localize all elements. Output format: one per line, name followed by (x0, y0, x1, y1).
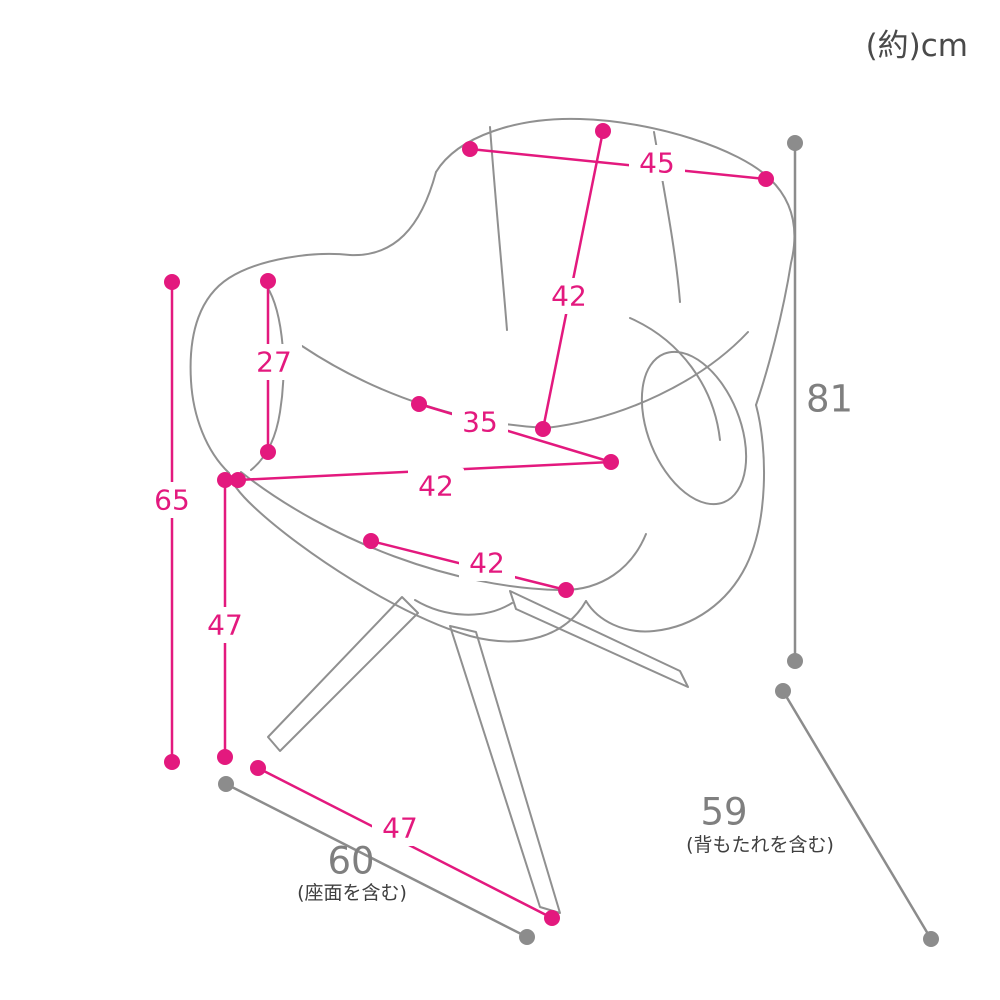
endpoint-dot (758, 171, 774, 187)
dim-seat-width-value: 42 (418, 470, 454, 503)
dim-total-depth-note: (背もたれを含む) (686, 834, 834, 856)
endpoint-dot (217, 472, 233, 488)
dim-label-box (372, 810, 428, 846)
endpoint-dot (535, 421, 551, 437)
dim-back-height: 42 (535, 123, 611, 437)
dim-base-width: 47 (250, 760, 560, 926)
endpoint-dot (164, 274, 180, 290)
dim-label-box (408, 468, 464, 504)
dim-total-width: 60 (座面を含む) (218, 776, 535, 945)
chair-drawing (189, 117, 796, 914)
chair-back-seat-seam (301, 331, 749, 429)
chair-seat-bottom (228, 472, 587, 643)
dim-total-width-value: 60 (327, 840, 374, 883)
dim-total-height-value: 81 (806, 378, 853, 421)
endpoint-dot (250, 760, 266, 776)
dim-seat-depth-value: 42 (469, 547, 505, 580)
endpoint-dot (558, 582, 574, 598)
endpoint-dot (230, 472, 246, 488)
chair-back-outer (435, 117, 796, 406)
endpoint-dot (218, 776, 234, 792)
dim-total-depth: 59 (背もたれを含む) (686, 683, 939, 947)
endpoint-dot (260, 273, 276, 289)
dim-label-box (197, 607, 253, 643)
endpoint-dot (595, 123, 611, 139)
endpoint-dot (519, 929, 535, 945)
chair-right-arm-inner (629, 317, 721, 441)
dim-seat-height-value: 47 (207, 609, 243, 642)
dim-seat-height: 47 (197, 472, 253, 765)
chair-base-hub (414, 599, 513, 616)
dim-label-box (452, 404, 508, 440)
dim-seat-width: 42 (230, 460, 612, 504)
dim-label-box (246, 344, 302, 380)
endpoint-dot (775, 683, 791, 699)
chair-right-armpad (640, 350, 748, 506)
endpoint-dot (462, 141, 478, 157)
dim-back-height-value: 42 (551, 280, 587, 313)
dim-back-width-value: 45 (639, 147, 675, 180)
endpoint-dot (260, 444, 276, 460)
dim-seat-inner-width-value: 35 (462, 406, 498, 439)
endpoint-dot (787, 653, 803, 669)
dim-total-height: 81 (787, 135, 853, 669)
dim-total-depth-value: 59 (700, 791, 747, 834)
endpoint-dot (544, 910, 560, 926)
chair-leg-left (267, 596, 419, 752)
dim-seat-inner-width: 35 (411, 396, 619, 470)
endpoint-dot (164, 754, 180, 770)
chair-right-arm-outer (585, 404, 765, 633)
dim-arm-floor-height-value: 65 (154, 484, 190, 517)
chair-leg-front (449, 625, 561, 914)
dim-arm-floor-height: 65 (144, 274, 200, 770)
endpoint-dot (363, 533, 379, 549)
unit-note: (約)cm (866, 28, 968, 64)
endpoint-dot (787, 135, 803, 151)
dim-total-width-note: (座面を含む) (297, 882, 407, 904)
dim-label-box (459, 545, 515, 581)
dim-arm-inner-height: 27 (246, 273, 302, 460)
chair-left-arm-to-back (349, 171, 437, 257)
dim-label-box (144, 482, 200, 518)
chair-left-arm-outer (189, 252, 351, 474)
chair-leg-right (509, 590, 689, 688)
endpoint-dot (411, 396, 427, 412)
endpoint-dot (923, 931, 939, 947)
chair-seat-front-seam (240, 471, 647, 592)
dim-base-width-value: 47 (382, 812, 418, 845)
dim-seat-depth: 42 (363, 533, 574, 598)
dim-arm-inner-height-value: 27 (256, 346, 292, 379)
endpoint-dot (217, 749, 233, 765)
chair-back-seam-left (489, 126, 508, 331)
dim-label-box (541, 278, 597, 314)
dim-label-box (629, 145, 685, 181)
dim-back-width: 45 (462, 141, 774, 187)
